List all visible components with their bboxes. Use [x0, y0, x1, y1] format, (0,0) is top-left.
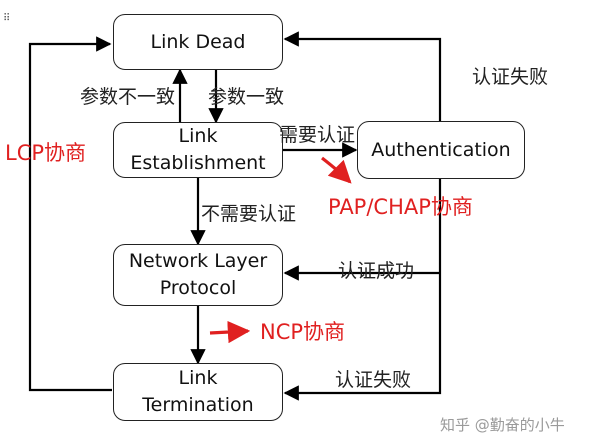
link-dead-box: Link Dead [113, 14, 283, 70]
network-layer-label-1: Network Layer [128, 250, 268, 272]
label-inconsistent-params: 参数不一致 [80, 86, 176, 108]
label-auth-success: 认证成功 [338, 260, 415, 282]
link-dead-label: Link Dead [150, 30, 246, 53]
watermark: 知乎 @勤奋的小牛 [440, 416, 565, 434]
annotation-ncp: NCP协商 [260, 320, 346, 344]
link-termination-label-2: Termination [142, 394, 254, 416]
drag-handle-icon[interactable]: ⠿ [3, 13, 11, 24]
link-termination-label-1: Link [178, 367, 218, 389]
annotation-pap-chap: PAP/CHAP协商 [328, 195, 473, 219]
link-termination-box: Link Termination [113, 363, 283, 421]
link-establishment-label-1: Link [178, 125, 218, 147]
label-auth-failed-bottom: 认证失败 [335, 369, 412, 391]
arrow-lcp-termination-to-dead [28, 36, 112, 392]
label-auth-failed-top: 认证失败 [472, 66, 549, 88]
authentication-box: Authentication [357, 121, 525, 179]
arrow-auth-failed-to-termination [283, 178, 442, 401]
ncp-pointer-arrow [209, 320, 251, 344]
label-consistent-params: 参数一致 [208, 86, 285, 108]
link-establishment-box: Link Establishment [113, 122, 283, 178]
network-layer-label-2: Protocol [159, 277, 237, 299]
link-establishment-label-2: Establishment [130, 152, 266, 174]
network-layer-protocol-box: Network Layer Protocol [113, 244, 283, 306]
label-auth-required: 需要认证 [279, 124, 356, 146]
label-no-auth-required: 不需要认证 [201, 203, 297, 225]
annotation-lcp: LCP协商 [5, 141, 87, 165]
pap-chap-pointer-arrow [321, 156, 352, 184]
authentication-label: Authentication [371, 138, 511, 161]
